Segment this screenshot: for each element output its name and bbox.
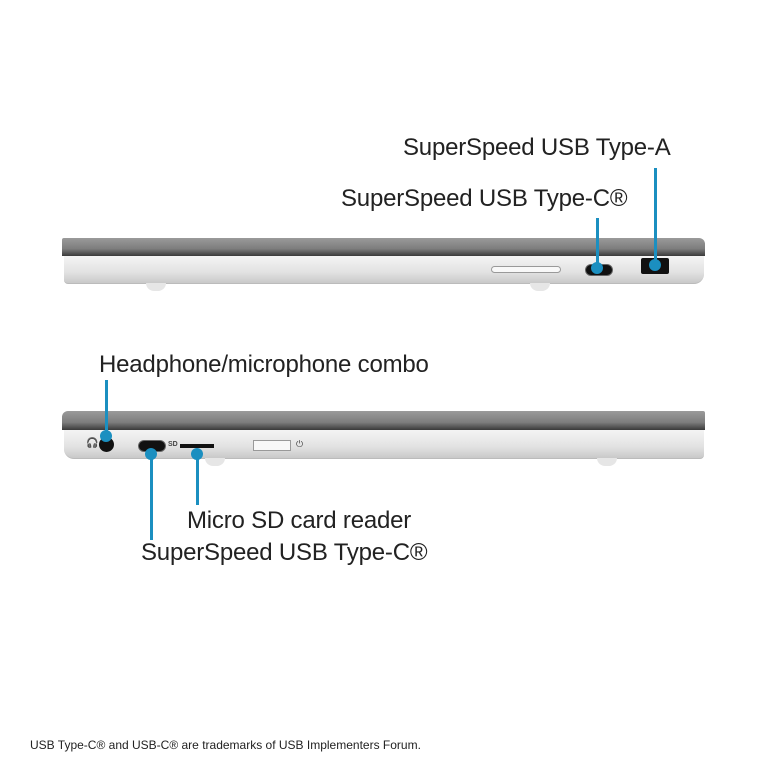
- label-usb-c-left: SuperSpeed USB Type-C®: [141, 539, 428, 566]
- foot: [205, 458, 225, 466]
- callout-line-usb-a: [654, 168, 657, 265]
- headset-icon: 🎧: [86, 438, 99, 449]
- callout-dot: [100, 430, 112, 442]
- callout-dot: [191, 448, 203, 460]
- label-sd: Micro SD card reader: [187, 507, 412, 534]
- sd-mark: SD: [168, 441, 178, 448]
- power-button: [253, 440, 291, 451]
- volume-rocker: [491, 266, 561, 273]
- foot: [597, 458, 617, 466]
- foot: [146, 283, 166, 291]
- laptop-lid: [62, 238, 705, 256]
- sd-slot: [180, 444, 214, 448]
- label-usb-a: SuperSpeed USB Type-A: [403, 134, 671, 161]
- callout-dot: [649, 259, 661, 271]
- callout-dot: [591, 262, 603, 274]
- callout-line-headphone: [105, 380, 108, 436]
- laptop-lid: [62, 411, 705, 430]
- label-headphone: Headphone/microphone combo: [99, 351, 429, 378]
- foot: [530, 283, 550, 291]
- laptop-base: [64, 430, 704, 459]
- callout-line-sd: [196, 452, 199, 505]
- trademark-footnote: USB Type-C® and USB-C® are trademarks of…: [30, 738, 421, 752]
- callout-line-usb-c: [596, 218, 599, 268]
- callout-line-usb-c: [150, 452, 153, 540]
- label-usb-c-right: SuperSpeed USB Type-C®: [341, 185, 628, 212]
- callout-dot: [145, 448, 157, 460]
- power-icon: ⏻: [296, 439, 304, 449]
